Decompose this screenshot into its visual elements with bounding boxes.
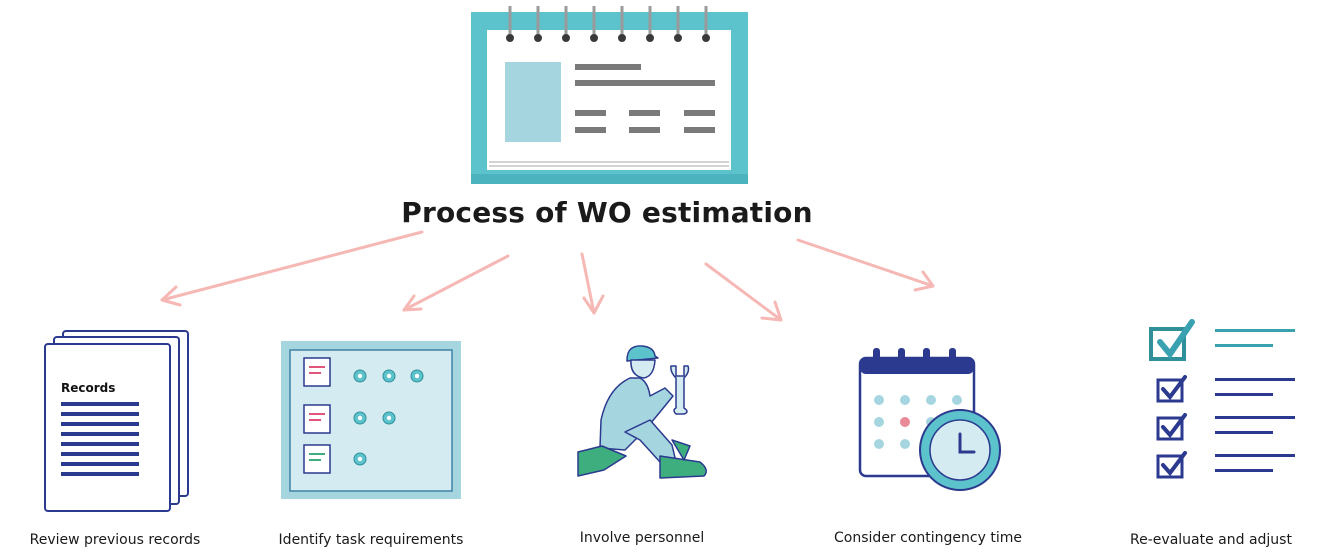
records-stack-icon	[44, 330, 189, 512]
checklist-icon	[1149, 319, 1295, 479]
diagram-title: Process of WO estimation	[401, 196, 813, 229]
step-label-reevaluate-adjust: Re-evaluate and adjust	[1130, 532, 1292, 548]
task-board-icon	[281, 341, 461, 499]
arrow-to-task-requirements	[402, 254, 510, 312]
arrow-to-personnel	[580, 252, 605, 315]
step-label-review-records: Review previous records	[29, 532, 201, 548]
step-label-contingency-time: Consider contingency time	[834, 530, 1022, 546]
arrow-to-reevaluate	[796, 238, 935, 292]
step-label-identify-requirements: Identify task requirements	[278, 532, 464, 548]
mechanic-with-wrench-icon	[577, 345, 707, 479]
arrow-to-contingency	[704, 262, 783, 322]
step-label-involve-personnel: Involve personnel	[579, 530, 705, 546]
calendar-clock-icon	[858, 348, 1001, 491]
notepad-header-icon	[471, 6, 748, 184]
records-card-label: Records	[61, 381, 116, 395]
arrow-to-records	[160, 230, 424, 307]
